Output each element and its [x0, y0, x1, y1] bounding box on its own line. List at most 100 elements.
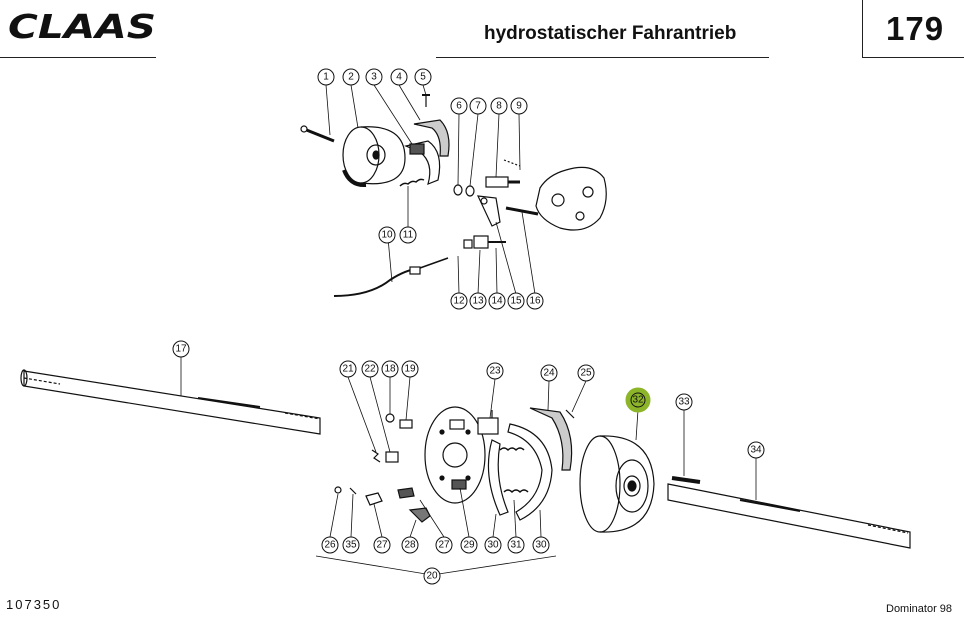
callout-circle: [484, 536, 502, 554]
callout-label: 16: [529, 296, 541, 307]
callout-27: 27: [435, 536, 453, 554]
callout-14: 14: [488, 292, 506, 310]
callout-20: 20: [423, 567, 441, 585]
callout-32: 32: [625, 387, 651, 413]
callout-circle: [365, 68, 383, 86]
callout-label: 3: [371, 72, 377, 83]
leader-lines: [180, 84, 757, 576]
callout-circle: [507, 292, 525, 310]
callout-24: 24: [540, 364, 558, 382]
callout-label: 32: [632, 395, 644, 406]
callout-circle: [460, 536, 478, 554]
callout-6: 6: [450, 97, 468, 115]
callout-11: 11: [399, 226, 417, 244]
callout-circle: [469, 97, 487, 115]
callout-18: 18: [381, 360, 399, 378]
callout-label: 15: [510, 296, 522, 307]
part-key: [671, 476, 701, 484]
part-rivet-25: [565, 409, 575, 419]
callout-circle: [526, 292, 544, 310]
callout-label: 14: [491, 296, 503, 307]
callout-33: 33: [675, 393, 693, 411]
callout-circle: [435, 536, 453, 554]
part-brake-lining-lower: [529, 407, 573, 471]
callout-label: 10: [381, 230, 393, 241]
callout-30: 30: [484, 536, 502, 554]
callout-label: 33: [678, 397, 690, 408]
callout-label: 18: [384, 364, 396, 375]
callout-label: 13: [472, 296, 484, 307]
brand-wordmark: CLAAS: [8, 8, 156, 44]
callout-1: 1: [317, 68, 335, 86]
callout-29: 29: [460, 536, 478, 554]
claas-logo: CLAAS: [8, 8, 156, 44]
callout-label: 6: [456, 101, 462, 112]
callout-circle: [381, 360, 399, 378]
callout-3: 3: [365, 68, 383, 86]
callout-28: 28: [401, 536, 419, 554]
callout-label: 23: [489, 366, 501, 377]
callout-label: 22: [364, 364, 376, 375]
part-brake-lining-upper: [413, 119, 450, 157]
callout-label: 17: [175, 344, 187, 355]
page-title: hydrostatischer Fahrantrieb: [484, 23, 737, 44]
callout-26: 26: [321, 536, 339, 554]
callout-circle: [747, 441, 765, 459]
callout-circle: [399, 226, 417, 244]
callout-circle: [378, 226, 396, 244]
part-spring-21: [371, 449, 381, 463]
callout-9: 9: [510, 97, 528, 115]
callout-label: 1: [323, 72, 329, 83]
callout-circle: [342, 68, 360, 86]
part-axle-shaft-right: [667, 483, 911, 549]
callout-circle: [540, 364, 558, 382]
callout-label: 2: [348, 72, 354, 83]
callout-circle: [414, 68, 432, 86]
callout-label: 28: [404, 540, 416, 551]
callout-label: 25: [580, 368, 592, 379]
callout-16: 16: [526, 292, 544, 310]
callout-30: 30: [532, 536, 550, 554]
callout-label: 7: [475, 101, 481, 112]
callout-5: 5: [414, 68, 432, 86]
callout-circle: [401, 536, 419, 554]
callout-circle: [450, 97, 468, 115]
callout-label: 21: [342, 364, 354, 375]
callout-label: 31: [510, 540, 522, 551]
part-block-27b: [397, 487, 415, 499]
part-wheel-cylinder: [477, 410, 499, 435]
part-brake-cable: [333, 257, 449, 297]
callout-label: 30: [487, 540, 499, 551]
callout-circle: [675, 393, 693, 411]
part-pin: [300, 125, 335, 143]
callout-7: 7: [469, 97, 487, 115]
part-brake-shoe-upper: [399, 140, 441, 187]
part-backing-plate: [424, 406, 486, 504]
callout-circle: [532, 536, 550, 554]
callout-34: 34: [747, 441, 765, 459]
callout-circle: [625, 387, 651, 413]
callout-circle: [490, 97, 508, 115]
callout-31: 31: [507, 536, 525, 554]
callout-label: 12: [453, 296, 465, 307]
callout-17: 17: [172, 340, 190, 358]
callout-label: 35: [345, 540, 357, 551]
callout-label: 27: [376, 540, 388, 551]
callout-23: 23: [486, 362, 504, 380]
part-brake-drum-lower: [579, 435, 655, 533]
part-bolt-8: [485, 176, 520, 188]
callout-8: 8: [490, 97, 508, 115]
callout-circle: [577, 364, 595, 382]
callout-label: 30: [535, 540, 547, 551]
callout-circle: [450, 292, 468, 310]
callout-label: 29: [463, 540, 475, 551]
callout-15: 15: [507, 292, 525, 310]
part-lever: [477, 195, 501, 227]
part-brake-drum-upper: [342, 126, 406, 188]
callout-label: 4: [396, 72, 402, 83]
part-bolt-16: [505, 206, 539, 216]
header-divider: [862, 0, 863, 57]
part-block-27a: [365, 492, 383, 506]
callout-circle: [339, 360, 357, 378]
